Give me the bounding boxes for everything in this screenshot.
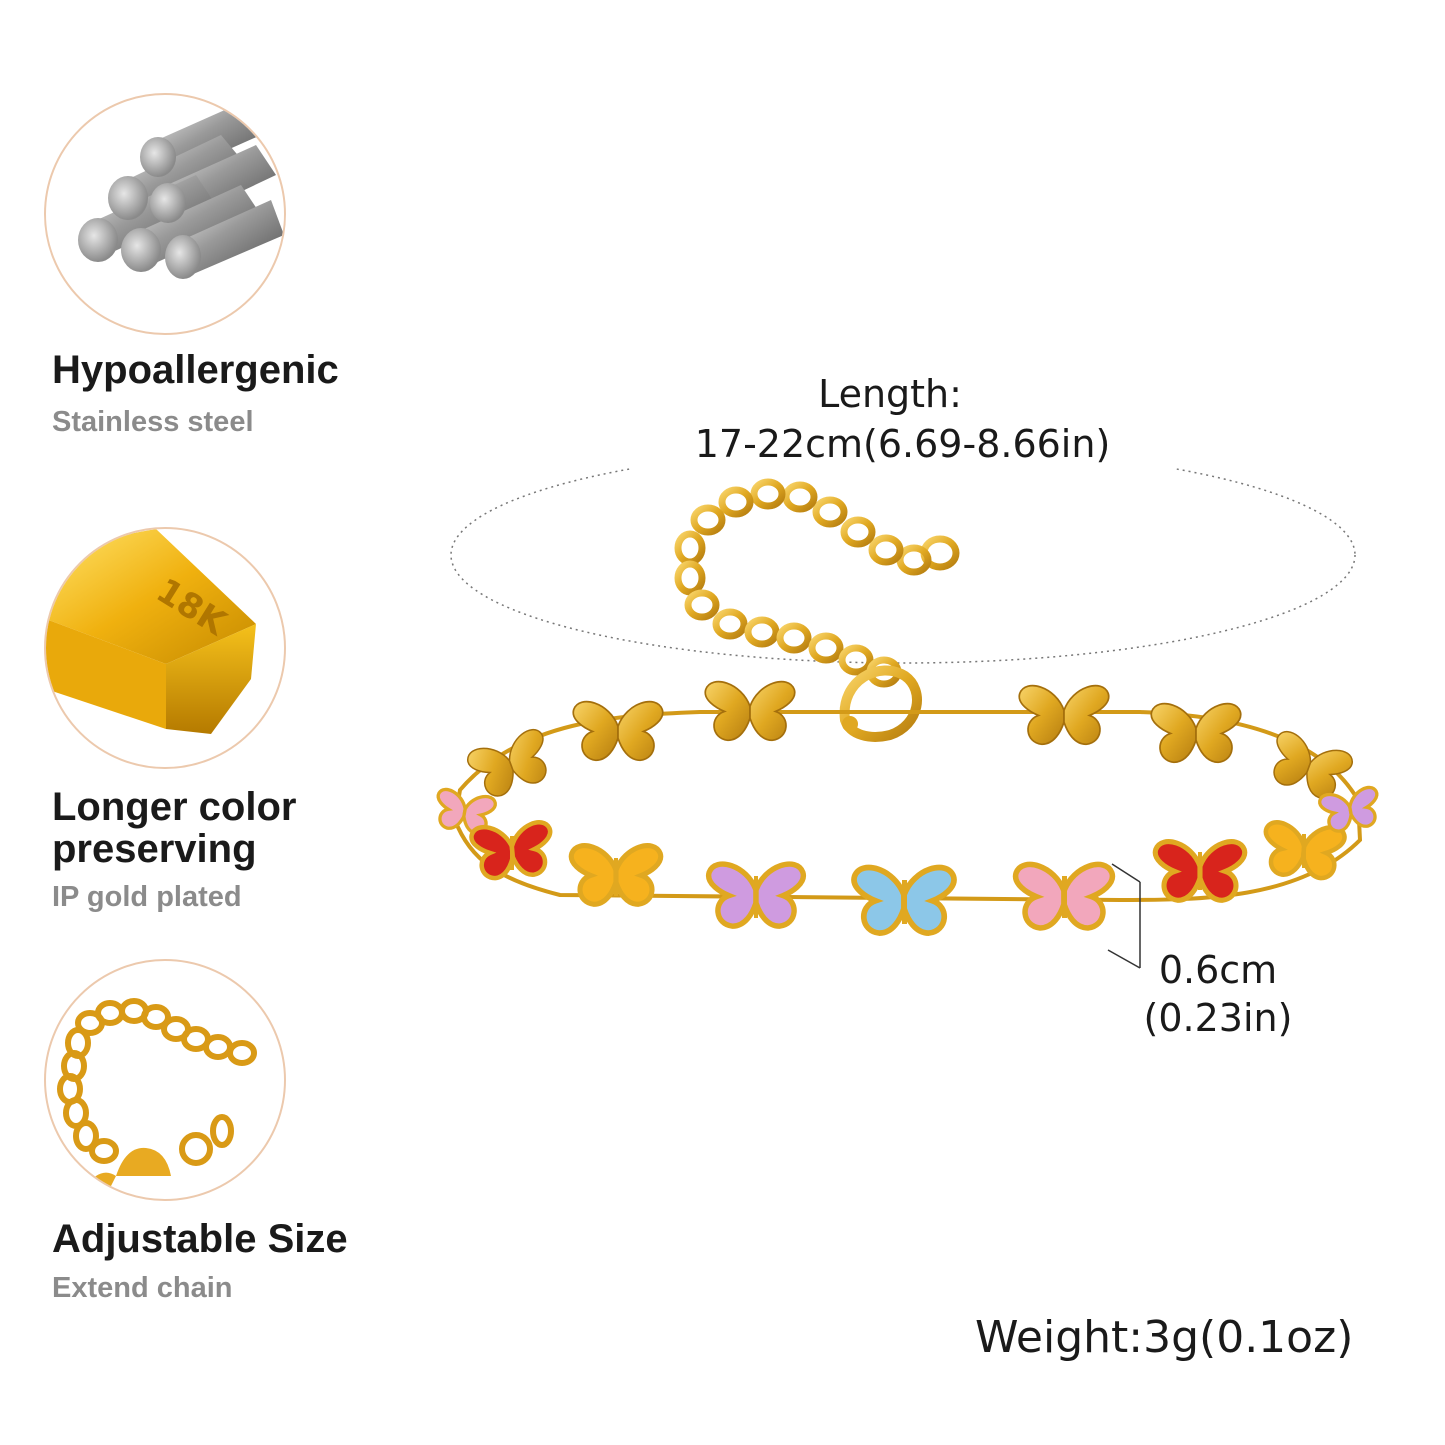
steel-rods-icon [78,105,284,279]
gold-butterfly [464,725,558,804]
width-dimension-lines [1107,863,1141,969]
width-value: 0.6cm [1158,948,1278,992]
length-value: 17-22cm(6.69-8.66in) [694,422,1111,466]
gold-plated-circle: 18K [44,527,286,769]
feature-subtitle-ip-gold: IP gold plated [52,881,242,913]
feature-title-hypoallergenic: Hypoallergenic [52,348,339,392]
weight-label: Weight:3g(0.1oz) [975,1312,1354,1363]
stainless-steel-circle [44,93,286,335]
length-label: Length: [818,372,962,416]
width-value-inches: (0.23in) [1143,996,1293,1040]
lobster-clasp [839,665,922,742]
feature-subtitle-stainless-steel: Stainless steel [52,406,254,438]
gold-bar-icon: 18K [46,529,256,734]
extension-chain [674,478,960,688]
gold-butterfly [1018,684,1110,746]
gold-butterfly [572,700,664,762]
feature-title-adjustable-size: Adjustable Size [52,1217,348,1261]
feature-subtitle-extend-chain: Extend chain [52,1272,233,1304]
gold-butterfly [1150,702,1242,764]
feature-title-color-preserving: Longer color preserving [52,785,297,871]
gold-butterfly [1262,727,1356,806]
